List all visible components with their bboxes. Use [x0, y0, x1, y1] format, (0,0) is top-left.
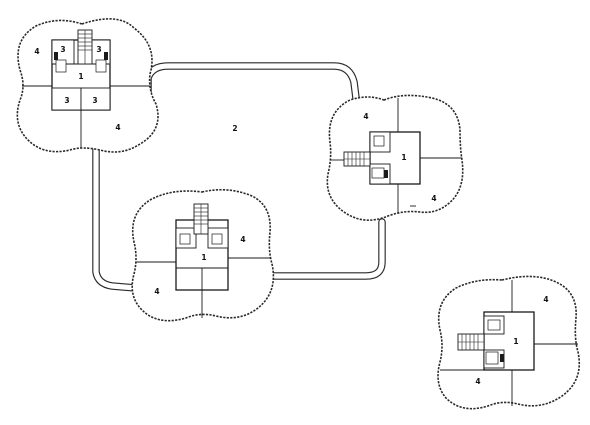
- pod-c-room-4-right: 4: [240, 235, 245, 244]
- pod-c-room-4-left: 4: [154, 287, 159, 296]
- pod-a-room-3-tr: 3: [96, 45, 101, 54]
- site-room-2: 2: [232, 124, 237, 133]
- pod-d-room-1: 1: [513, 337, 518, 346]
- pod-a-room-4-bottom: 4: [115, 123, 120, 132]
- pod-a-room-3-bl: 3: [64, 96, 69, 105]
- pod-b-room-4-top: 4: [363, 112, 368, 121]
- pod-a-room-3-tl: 3: [60, 45, 65, 54]
- pod-c-room-1: 1: [201, 253, 206, 262]
- pod-d-room-4-bottom: 4: [475, 377, 480, 386]
- pod-b-room-4-right: 4: [431, 194, 436, 203]
- pod-b: 4 1 4: [326, 94, 464, 221]
- pod-a: 4 3 3 1 3 3 4: [16, 18, 159, 153]
- pod-b-room-1: 1: [401, 153, 406, 162]
- pod-a-room-3-br: 3: [92, 96, 97, 105]
- pod-a-room-4-left: 4: [34, 47, 39, 56]
- pod-c: 4 1 4: [131, 188, 275, 322]
- pod-a-room-1: 1: [78, 72, 83, 81]
- pod-d: 4 1 4: [437, 275, 581, 410]
- pod-d-room-4-top: 4: [543, 295, 548, 304]
